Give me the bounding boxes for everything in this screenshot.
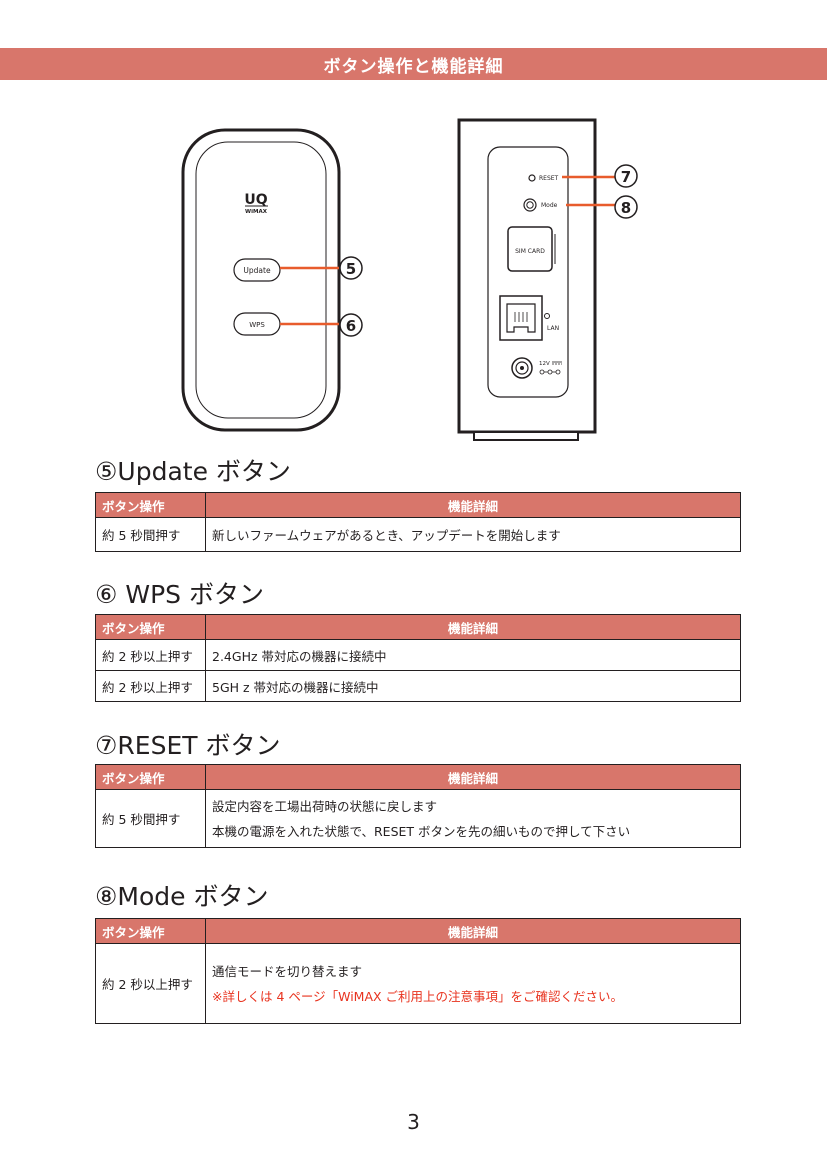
device-illustrations: UQ WiMAX Update WPS 5 6 RESET Mode 7 8 S… (181, 118, 638, 441)
update-spec-table: ボタン操作 機能詳細 約 5 秒間押す 新しいファームウェアがあるとき、アップデ… (95, 492, 741, 552)
callout-6-number: 6 (346, 317, 356, 335)
callout-7-icon (614, 164, 638, 188)
op-cell: 約 2 秒以上押す (95, 943, 206, 1024)
lan-port-icon[interactable] (499, 295, 543, 341)
table-row: 約 2 秒以上押す 2.4GHz 帯対応の機器に接続中 (95, 639, 741, 671)
detail-cell: 5GH z 帯対応の機器に接続中 (205, 670, 741, 702)
callout-5-icon (339, 256, 363, 280)
op-cell: 約 2 秒以上押す (95, 670, 206, 702)
section-title-mode: ⑧Mode ボタン (95, 882, 269, 911)
callout-8-icon (614, 195, 638, 219)
wps-button-label: WPS (249, 321, 265, 329)
section-title-wps: ⑥ WPS ボタン (95, 580, 264, 609)
callout-7-number: 7 (621, 168, 631, 186)
update-button[interactable] (233, 258, 281, 282)
callout-8-number: 8 (621, 199, 631, 217)
logo-sub-text: WiMAX (245, 209, 268, 215)
mode-label: Mode (541, 202, 558, 209)
col-header-op: ボタン操作 (95, 492, 206, 518)
page-header-title: ボタン操作と機能詳細 (323, 56, 504, 77)
logo-main-text: UQ (244, 192, 267, 208)
page-number: 3 (407, 1110, 420, 1134)
col-header-op: ボタン操作 (95, 918, 206, 944)
op-cell: 約 5 秒間押す (95, 789, 206, 848)
section-title-reset: ⑦RESET ボタン (95, 731, 281, 760)
table-row: 約 2 秒以上押す 5GH z 帯対応の機器に接続中 (95, 670, 741, 702)
polarity-icon (539, 369, 561, 375)
col-header-op: ボタン操作 (95, 614, 206, 640)
callout-6-icon (339, 313, 363, 337)
sim-card-slot[interactable] (507, 226, 553, 272)
update-button-label: Update (243, 266, 271, 275)
device-front: UQ WiMAX Update WPS 5 6 (181, 128, 363, 432)
wps-spec-table: ボタン操作 機能詳細 約 2 秒以上押す 2.4GHz 帯対応の機器に接続中 約… (95, 614, 741, 702)
table-row: 約 5 秒間押す 新しいファームウェアがあるとき、アップデートを開始します (95, 517, 741, 552)
callout-5-number: 5 (346, 260, 356, 278)
reset-button-icon[interactable] (528, 174, 536, 182)
detail-line: 本機の電源を入れた状態で、RESET ボタンを先の細いもので押して下さい (212, 823, 631, 839)
detail-cell: 2.4GHz 帯対応の機器に接続中 (205, 639, 741, 671)
detail-line: 通信モードを切り替えます (212, 963, 363, 979)
col-header-detail: 機能詳細 (205, 918, 741, 944)
op-cell: 約 5 秒間押す (95, 517, 206, 552)
reset-label: RESET (539, 175, 559, 182)
sim-card-label: SIM CARD (515, 248, 545, 255)
detail-line: 設定内容を工場出荷時の状態に戻します (212, 798, 438, 814)
col-header-op: ボタン操作 (95, 764, 206, 790)
section-title-update: ⑤Update ボタン (95, 457, 291, 486)
col-header-detail: 機能詳細 (205, 492, 741, 518)
detail-cell: 設定内容を工場出荷時の状態に戻します 本機の電源を入れた状態で、RESET ボタ… (205, 789, 741, 848)
table-row: 約 2 秒以上押す 通信モードを切り替えます ※詳しくは 4 ページ「WiMAX… (95, 943, 741, 1024)
detail-cell: 新しいファームウェアがあるとき、アップデートを開始します (205, 517, 741, 552)
col-header-detail: 機能詳細 (205, 764, 741, 790)
op-cell: 約 2 秒以上押す (95, 639, 206, 671)
device-back: RESET Mode 7 8 SIM CARD LAN 12V (457, 118, 638, 441)
reset-spec-table: ボタン操作 機能詳細 約 5 秒間押す 設定内容を工場出荷時の状態に戻します 本… (95, 764, 741, 848)
power-label: 12V (539, 361, 550, 367)
col-header-detail: 機能詳細 (205, 614, 741, 640)
mode-button-icon[interactable] (523, 198, 537, 212)
lan-label: LAN (547, 325, 559, 332)
mode-spec-table: ボタン操作 機能詳細 約 2 秒以上押す 通信モードを切り替えます ※詳しくは … (95, 918, 741, 1024)
detail-cell: 通信モードを切り替えます ※詳しくは 4 ページ「WiMAX ご利用上の注意事項… (205, 943, 741, 1024)
detail-note: ※詳しくは 4 ページ「WiMAX ご利用上の注意事項」をご確認ください。 (212, 988, 624, 1004)
table-row: 約 5 秒間押す 設定内容を工場出荷時の状態に戻します 本機の電源を入れた状態で… (95, 789, 741, 848)
page-header-banner: ボタン操作と機能詳細 (0, 48, 827, 80)
